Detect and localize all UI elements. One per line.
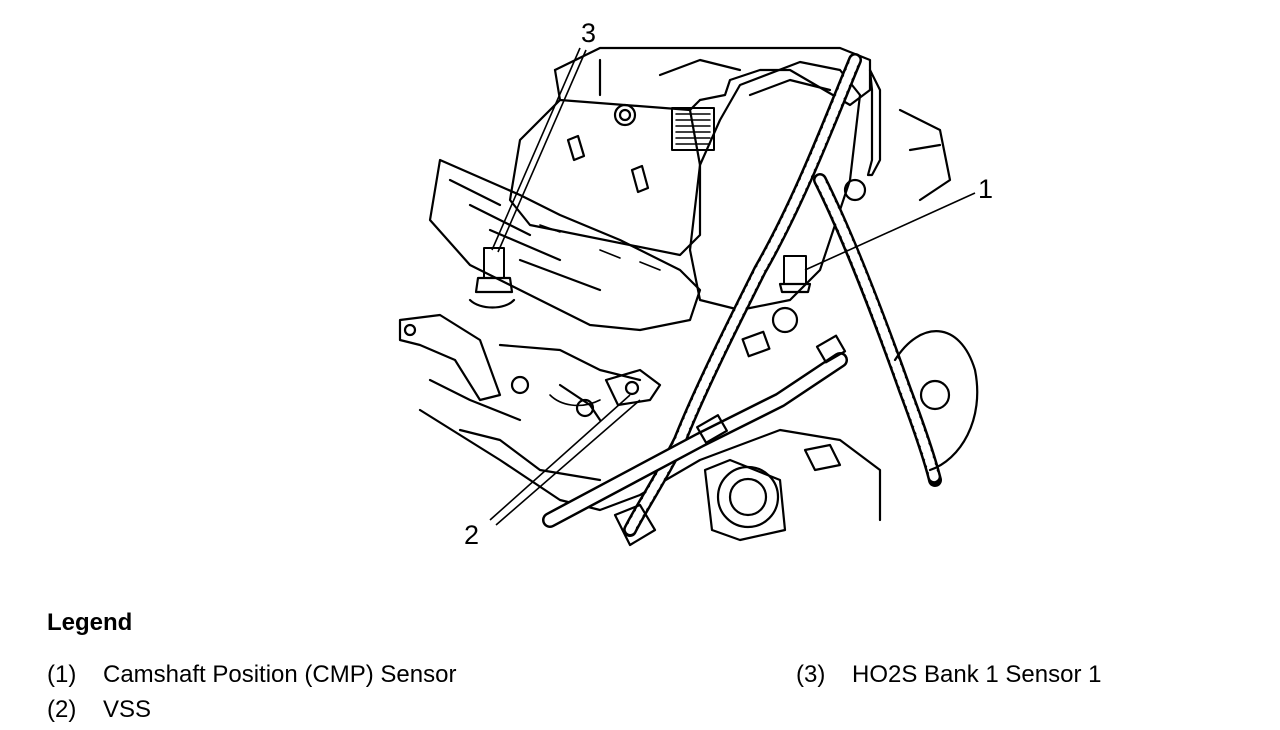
callout-3: 3 <box>581 18 596 48</box>
legend-item-label: Camshaft Position (CMP) Sensor <box>103 661 457 688</box>
engine-drawing <box>398 46 979 547</box>
legend-item-1: (1) Camshaft Position (CMP) Sensor <box>47 661 456 689</box>
legend-item-label: HO2S Bank 1 Sensor 1 <box>852 661 1102 688</box>
callout-1: 1 <box>978 174 993 204</box>
legend-item-number: (2) <box>47 696 77 723</box>
leader-lines <box>489 47 976 526</box>
legend-item-number: (3) <box>796 661 826 688</box>
engine-diagram: 1 2 3 <box>398 18 993 550</box>
legend-item-label: VSS <box>103 696 152 723</box>
leader-line-3 <box>491 47 581 251</box>
legend-item-3: (3) HO2S Bank 1 Sensor 1 <box>796 661 1101 689</box>
legend-item-2: (2) VSS <box>47 696 151 724</box>
legend-title: Legend <box>47 609 133 636</box>
callout-2: 2 <box>464 520 479 550</box>
leader-line-2b <box>495 399 641 526</box>
leader-line-1 <box>804 192 976 271</box>
leader-line-3b <box>497 49 587 253</box>
leader-line-2 <box>489 394 631 521</box>
legend-item-number: (1) <box>47 661 77 688</box>
